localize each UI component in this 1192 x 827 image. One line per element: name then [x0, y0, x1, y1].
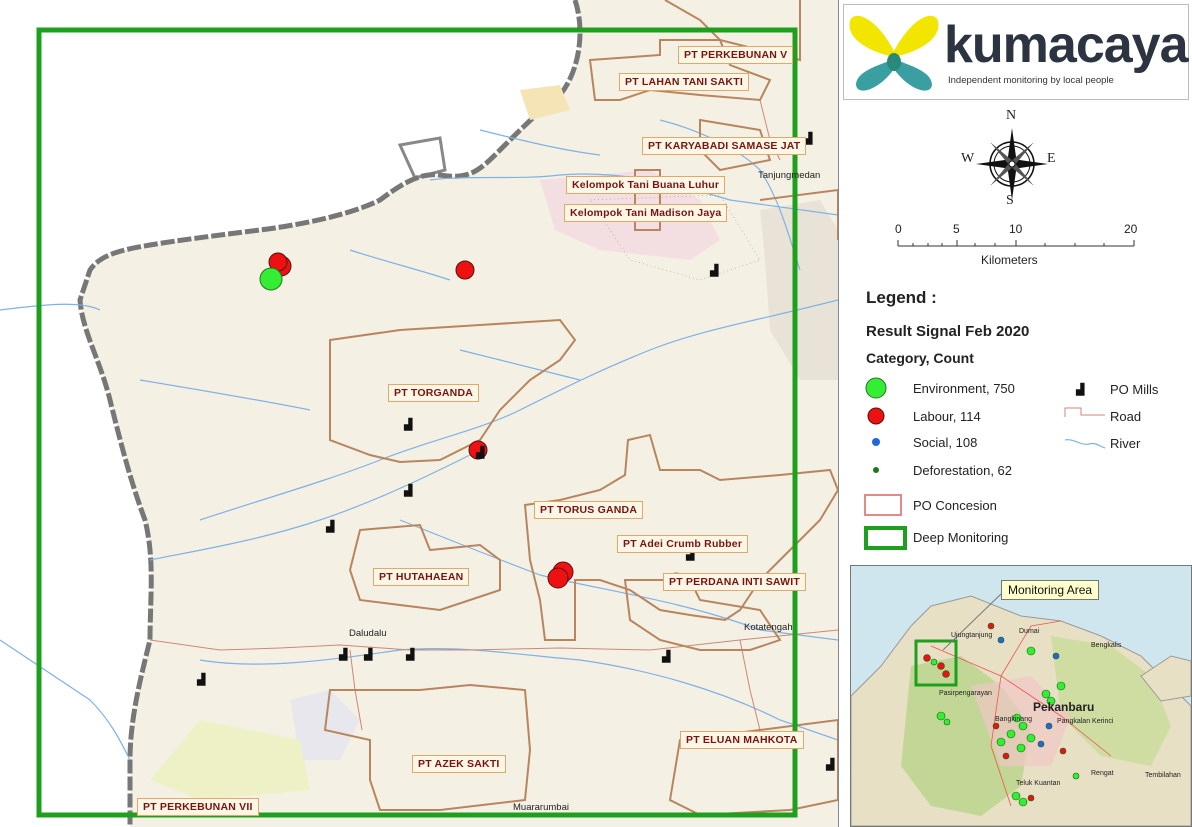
- compass-south: S: [1006, 193, 1014, 208]
- scale-unit: Kilometers: [981, 253, 1038, 267]
- po-mill-icon: ▟: [364, 649, 373, 661]
- concession-label[interactable]: PT PERKEBUNAN V: [678, 46, 794, 64]
- po-mill-icon: ▟: [826, 759, 835, 771]
- scale-tick: 0: [895, 222, 902, 236]
- legend-river-symbol: [1064, 439, 1106, 449]
- po-mill-icon: ▟: [197, 674, 206, 686]
- inset-city-label: Rengat: [1091, 770, 1114, 777]
- legend-social: Social, 108: [913, 435, 978, 450]
- legend-subtitle: Result Signal Feb 2020: [866, 323, 1030, 340]
- inset-city-label: Pekanbaru: [1033, 700, 1095, 714]
- concession-label[interactable]: PT Adei Crumb Rubber: [617, 535, 749, 553]
- outside-patch: [397, 136, 447, 180]
- brand-tagline: Independent monitoring by local people: [948, 75, 1114, 86]
- dotted-area: [589, 194, 761, 281]
- legend-deep-monitoring-symbol: [864, 526, 907, 550]
- po-mill-icon: ▟: [686, 549, 695, 561]
- po-mill-icon: ▟: [404, 485, 413, 497]
- outside-area: [0, 0, 580, 827]
- inset-map[interactable]: Monitoring Area Ujungtanjung Dumai Bengk…: [850, 565, 1192, 827]
- legend-labour: Labour, 114: [913, 409, 981, 424]
- legend-deforestation-symbol: [873, 467, 879, 473]
- po-mill-icon: ▟: [326, 521, 335, 533]
- inset-city-label: Bengkalis: [1091, 642, 1122, 649]
- concession-label[interactable]: PT ELUAN MAHKOTA: [680, 731, 804, 749]
- legend-river: River: [1110, 436, 1141, 451]
- monitoring-area-callout: Monitoring Area: [1001, 580, 1100, 600]
- legend-road: Road: [1110, 409, 1142, 424]
- scale-tick: 10: [1009, 222, 1023, 236]
- inset-city-label: Teluk Kuantan: [1016, 780, 1061, 787]
- butterfly-icon: [849, 15, 939, 91]
- legend-environment-symbol: [865, 377, 887, 399]
- rivers: [0, 119, 838, 761]
- scale-tick: 20: [1124, 222, 1138, 236]
- legend-po-concession: PO Concesion: [913, 498, 997, 513]
- po-mill-icon: ▟: [662, 651, 671, 663]
- brand-name: kumacaya: [944, 16, 1189, 74]
- legend-social-symbol: [872, 438, 880, 446]
- inset-city-label: Pasirpengarayan: [939, 690, 992, 697]
- inset-monitoring-box: [914, 639, 958, 687]
- po-mill-icon: ▟: [710, 265, 719, 277]
- brand-logo: kumacaya Independent monitoring by local…: [843, 4, 1189, 100]
- town-label: Daludalu: [349, 628, 387, 639]
- inset-city-label: Pangkalan Kerinci: [1057, 718, 1114, 725]
- signal-points: [259, 252, 574, 589]
- compass-west: W: [961, 151, 975, 166]
- inset-city-label: Tembilahan: [1145, 772, 1181, 779]
- po-mill-icon: ▟: [339, 649, 348, 661]
- po-mill-icon: ▟: [1076, 384, 1085, 396]
- concession-label[interactable]: PT PERKEBUNAN VII: [137, 798, 259, 816]
- map-canvas: [0, 0, 838, 827]
- concession-label[interactable]: Kelompok Tani Buana Luhur: [566, 176, 726, 194]
- concession-label[interactable]: PT TORGANDA: [388, 384, 480, 402]
- po-mill-icon: ▟: [804, 133, 813, 145]
- legend-po-mills: PO Mills: [1110, 382, 1159, 397]
- concession-label[interactable]: PT HUTAHAEAN: [373, 568, 470, 586]
- legend-environment: Environment, 750: [913, 381, 1015, 396]
- inset-canvas: [851, 593, 1191, 826]
- legend-category-symbols: [865, 377, 887, 473]
- legend-road-symbol: [1064, 407, 1105, 417]
- map-view[interactable]: ▟ ▟ ▟ ▟ ▟ ▟ ▟ ▟ ▟ ▟ ▟ ▟ ▟ ▟ ▟ PT PERKEBU…: [0, 0, 839, 827]
- concession-label[interactable]: PT AZEK SAKTI: [412, 755, 506, 773]
- town-label: Muararumbai: [513, 802, 569, 813]
- inset-city-label: Dumai: [1019, 628, 1040, 635]
- legend-deforestation: Deforestation, 62: [913, 463, 1013, 478]
- concession-label[interactable]: PT PERDANA INTI SAWIT: [663, 573, 806, 591]
- town-label: Tanjungmedan: [758, 170, 821, 181]
- concession-label[interactable]: PT KARYABADI SAMASE JAT: [642, 137, 807, 155]
- concession-label[interactable]: Kelompok Tani Madison Jaya: [564, 204, 728, 222]
- peat-area: [760, 200, 838, 380]
- inset-city-label: Bangkinang: [995, 716, 1032, 723]
- po-mill-icon: ▟: [404, 419, 413, 431]
- legend-heading: Legend :: [866, 288, 937, 307]
- province-boundary: [77, 0, 583, 827]
- compass-east: E: [1047, 151, 1056, 166]
- legend-deep-monitoring: Deep Monitoring: [913, 530, 1009, 545]
- concession-label[interactable]: PT LAHAN TANI SAKTI: [619, 73, 749, 91]
- compass-north: N: [1006, 108, 1017, 123]
- land-patch: [520, 85, 570, 120]
- concession-label[interactable]: PT TORUS GANDA: [534, 501, 644, 519]
- po-mill-icon: ▟: [476, 447, 485, 459]
- legend-category-header: Category, Count: [866, 350, 974, 366]
- inset-city-label: Ujungtanjung: [951, 632, 993, 639]
- po-mill-icon: ▟: [406, 649, 415, 661]
- compass-rose-icon: [976, 128, 1048, 200]
- legend-labour-symbol: [867, 407, 885, 425]
- scale-tick: 5: [953, 222, 960, 236]
- scale-bar: [897, 240, 1135, 247]
- deep-monitoring-box: [36, 27, 798, 818]
- legend-concession-symbol: [864, 494, 902, 516]
- land-patch: [150, 720, 310, 800]
- town-label: Kotatengah: [744, 622, 793, 633]
